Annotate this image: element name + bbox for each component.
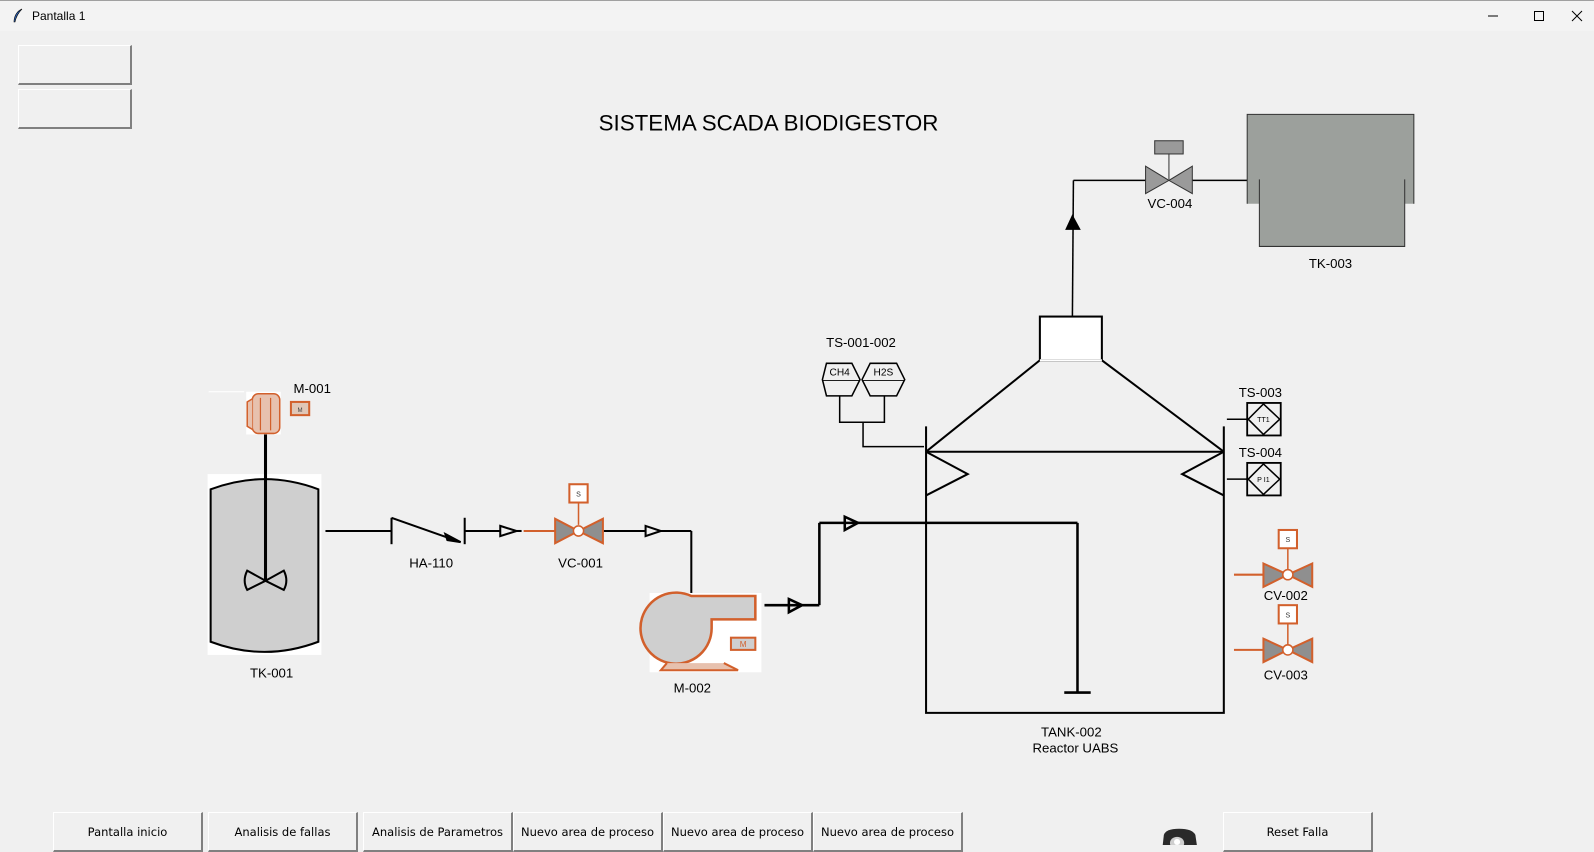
- feather-icon: [13, 8, 23, 23]
- gas-line: [1065, 179, 1248, 317]
- close-button[interactable]: [1560, 1, 1594, 31]
- cv003-label: CV-003: [1264, 667, 1308, 682]
- nav-pantalla-inicio-button[interactable]: Pantalla inicio: [53, 812, 203, 852]
- tk003-label: TK-003: [1309, 256, 1352, 271]
- sensor-ts004[interactable]: TS-004 P I1: [1226, 445, 1282, 497]
- ch4-sensor-label: CH4: [830, 368, 851, 379]
- nav-nuevo-area-3-button[interactable]: Nuevo area de proceso: [813, 812, 963, 852]
- pump-m002[interactable]: M M-002: [639, 591, 762, 696]
- vc004-label: VC-004: [1148, 196, 1193, 211]
- m001-badge: M: [298, 407, 303, 414]
- valve-cv003[interactable]: S CV-003: [1233, 604, 1314, 682]
- ts004-tag: P I1: [1257, 476, 1270, 484]
- cv003-badge: S: [1285, 611, 1290, 619]
- cv002-label: CV-002: [1264, 588, 1308, 603]
- tank-tk003[interactable]: TK-003: [1246, 113, 1415, 271]
- scada-canvas: SISTEMA SCADA BIODIGESTOR TK-001 M M-001: [0, 31, 1594, 852]
- nav-nuevo-area-1-button[interactable]: Nuevo area de proceso: [513, 812, 663, 852]
- ts003-tag: TT1: [1257, 416, 1270, 424]
- valve-vc001[interactable]: S VC-001: [523, 483, 604, 571]
- tank-tk001[interactable]: TK-001: [207, 433, 322, 680]
- tk001-label: TK-001: [250, 665, 293, 680]
- h2s-sensor-label: H2S: [873, 368, 893, 379]
- maximize-button[interactable]: [1516, 1, 1562, 31]
- minimize-icon: [1488, 15, 1498, 17]
- pipe-line-1: [325, 516, 522, 545]
- tank002-sublabel: Reactor UABS: [1033, 741, 1119, 756]
- nav-analisis-fallas-button[interactable]: Analisis de fallas: [208, 812, 358, 852]
- sensor-ts003[interactable]: TS-003 TT1: [1226, 385, 1282, 437]
- nav-analisis-parametros-button[interactable]: Analisis de Parametros: [363, 812, 513, 852]
- vc001-label: VC-001: [558, 556, 603, 571]
- page-title: SISTEMA SCADA BIODIGESTOR: [599, 111, 939, 136]
- ha110-label: HA-110: [409, 556, 453, 571]
- tank002-label: TANK-002: [1041, 724, 1102, 739]
- motor-m001[interactable]: M M-001: [208, 381, 331, 435]
- agitator-impeller-icon: [243, 569, 288, 592]
- pipe-line-2: [603, 524, 693, 593]
- close-icon: [1571, 10, 1583, 22]
- m002-badge: M: [740, 640, 747, 649]
- valve-vc004[interactable]: VC-004: [1145, 140, 1193, 211]
- nav-nuevo-area-2-button[interactable]: Nuevo area de proceso: [663, 812, 813, 852]
- m001-label: M-001: [294, 381, 331, 396]
- maximize-icon: [1534, 11, 1544, 21]
- reset-falla-button[interactable]: Reset Falla: [1223, 812, 1373, 852]
- ts004-label: TS-004: [1239, 445, 1282, 460]
- ts001002-label: TS-001-002: [826, 335, 896, 350]
- minimize-button[interactable]: [1470, 1, 1516, 31]
- cv002-badge: S: [1285, 536, 1290, 544]
- valve-cv002[interactable]: S CV-002: [1233, 528, 1314, 603]
- alarm-beacon-icon: [1162, 828, 1197, 845]
- ts003-label: TS-003: [1239, 385, 1282, 400]
- reactor-tank002[interactable]: [925, 315, 1225, 714]
- pipe-line-3: [764, 514, 1091, 694]
- sensor-ts001002[interactable]: TS-001-002 CH4 H2S: [821, 335, 925, 448]
- side-button-2[interactable]: [18, 89, 132, 129]
- window-titlebar: Pantalla 1: [0, 0, 1594, 31]
- m002-label: M-002: [674, 681, 711, 696]
- window-title: Pantalla 1: [32, 9, 86, 23]
- vc001-badge: S: [576, 490, 581, 498]
- process-diagram: SISTEMA SCADA BIODIGESTOR TK-001 M M-001: [207, 111, 1415, 845]
- side-button-1[interactable]: [18, 45, 132, 85]
